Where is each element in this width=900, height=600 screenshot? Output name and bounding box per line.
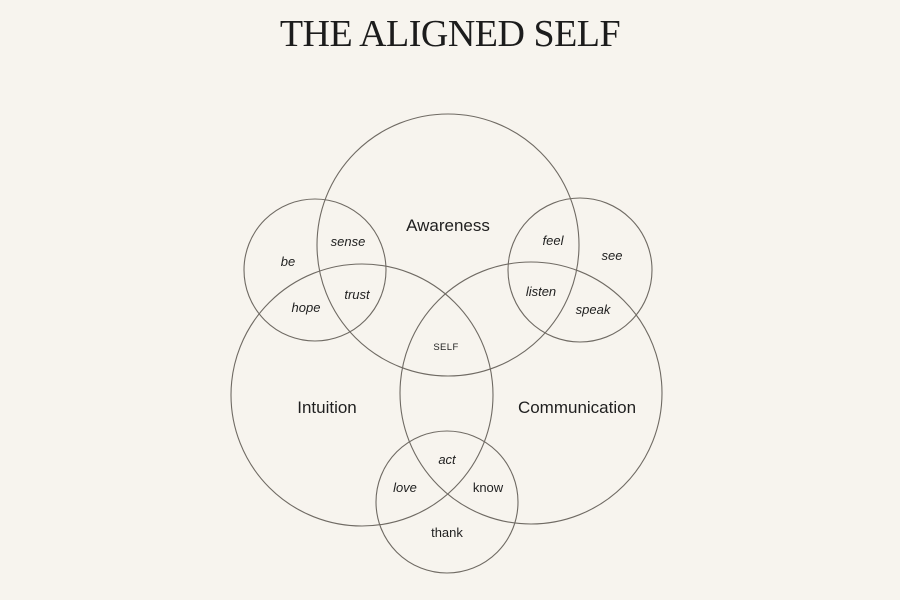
see-label: see [602, 248, 623, 263]
communication-circle [399, 261, 663, 525]
intuition-circle [230, 263, 494, 527]
awareness-label: Awareness [406, 216, 490, 235]
listen-label: listen [526, 284, 556, 299]
feel-label: feel [543, 233, 565, 248]
be-label: be [281, 254, 295, 269]
hope-label: hope [292, 300, 321, 315]
know-label: know [473, 480, 504, 495]
bottom-small-circle [375, 430, 519, 574]
self-label: SELF [433, 342, 458, 353]
thank-label: thank [431, 525, 463, 540]
awareness-circle [316, 113, 580, 377]
page-title: THE ALIGNED SELF [279, 13, 621, 55]
right-small-circle [507, 197, 653, 343]
trust-label: trust [344, 287, 371, 302]
communication-label: Communication [518, 398, 636, 417]
speak-label: speak [576, 302, 612, 317]
love-label: love [393, 480, 417, 495]
left-small-circle [243, 198, 387, 342]
intuition-label: Intuition [297, 398, 357, 417]
act-label: act [438, 452, 457, 467]
sense-label: sense [331, 234, 366, 249]
